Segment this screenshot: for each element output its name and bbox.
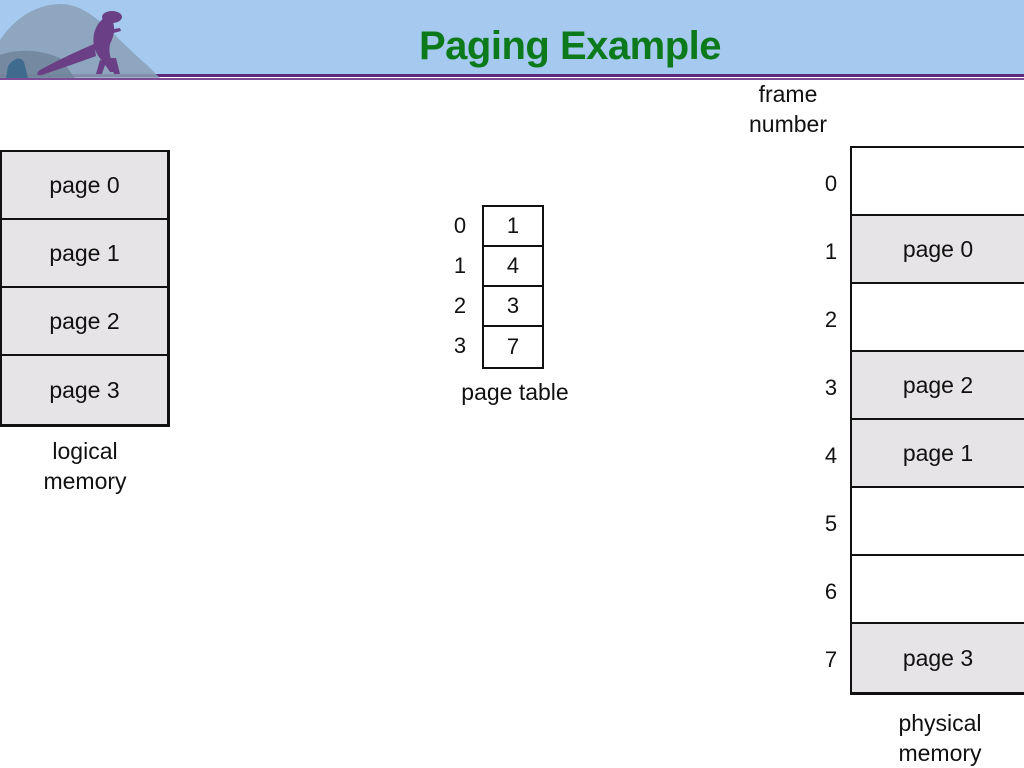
logical-page-1: page 1 — [2, 220, 167, 288]
frame-number-5: 5 — [824, 511, 838, 536]
frame-number-7: 7 — [824, 647, 838, 672]
physical-frame-2 — [852, 284, 1024, 352]
page-table-index-2: 2 — [453, 293, 467, 318]
logical-page-2: page 2 — [2, 288, 167, 356]
page-table-entry: 4 — [484, 247, 542, 287]
physical-memory-label: physical memory — [898, 710, 982, 766]
physical-frame-0 — [852, 148, 1024, 216]
logical-page-3: page 3 — [2, 356, 167, 424]
physical-memory: page 0 page 2 page 1 page 3 — [850, 146, 1024, 695]
frame-number-label: frame number — [749, 81, 827, 137]
physical-frame-4: page 1 — [852, 420, 1024, 488]
logical-page-label: page 0 — [49, 171, 120, 198]
page-table-entry: 3 — [484, 287, 542, 327]
page-table-index-1: 1 — [453, 253, 467, 278]
logical-page-label: page 1 — [49, 239, 120, 266]
page-table-entry: 1 — [484, 207, 542, 247]
page-title: Paging Example — [419, 24, 721, 68]
page-table-index-0: 0 — [453, 213, 467, 238]
dinosaur-logo-icon — [0, 4, 160, 78]
frame-number-0: 0 — [824, 171, 838, 196]
physical-frame-5 — [852, 488, 1024, 556]
page-table-index-3: 3 — [453, 333, 467, 358]
logical-page-label: page 3 — [49, 376, 120, 403]
physical-frame-1: page 0 — [852, 216, 1024, 284]
slide-header — [0, 0, 1024, 76]
logical-page-0: page 0 — [2, 152, 167, 220]
physical-frame-6 — [852, 556, 1024, 624]
header-divider — [0, 74, 1024, 77]
page-table: 1 4 3 7 — [482, 205, 544, 369]
logical-page-label: page 2 — [49, 307, 120, 334]
page-table-entry: 7 — [484, 327, 542, 367]
frame-number-2: 2 — [824, 307, 838, 332]
physical-frame-7: page 3 — [852, 624, 1024, 692]
frame-number-1: 1 — [824, 239, 838, 264]
page-table-label: page table — [461, 379, 569, 405]
logical-memory-label: logical memory — [43, 438, 127, 494]
frame-number-6: 6 — [824, 579, 838, 604]
logical-memory: page 0 page 1 page 2 page 3 — [0, 150, 170, 427]
physical-frame-3: page 2 — [852, 352, 1024, 420]
frame-number-3: 3 — [824, 375, 838, 400]
frame-number-4: 4 — [824, 443, 838, 468]
header-divider-secondary — [0, 78, 1024, 80]
